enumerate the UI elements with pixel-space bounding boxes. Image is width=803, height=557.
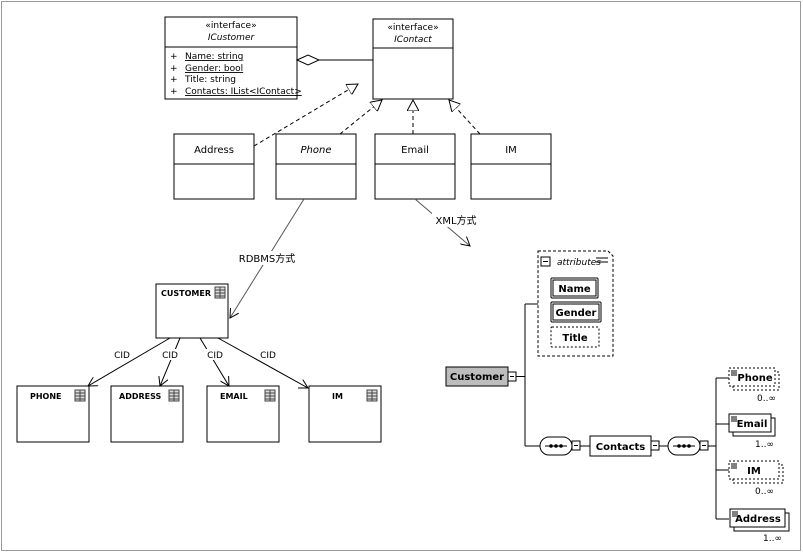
uml-icontact-class[interactable]: «interface» IContact [372,18,454,100]
collapse-icon[interactable] [540,256,551,267]
db-table-phone[interactable]: PHONE [16,385,90,443]
xsd-connectors [516,303,729,520]
uml-class-email[interactable]: Email [374,133,456,200]
uml-icustomer-class[interactable]: «interface» ICustomer + Name: string + G… [164,16,302,100]
xsd-attribute-title[interactable]: Title [550,326,600,348]
element-label: Phone [737,373,772,384]
cardinality-label: 1..∞ [763,534,782,544]
aggregation-link [295,54,373,66]
xsd-attribute-name[interactable]: Name [550,277,599,299]
attributes-title: attributes [557,258,601,268]
sequence-compositor-icon[interactable] [667,436,709,456]
icustomer-stereotype: «interface» [205,21,256,31]
db-table-email[interactable]: EMAIL [206,385,280,443]
db-table-name: CUSTOMER [161,289,211,298]
xml-mapping-link: XML方式 [414,198,480,246]
aggregation-diamond-icon [295,54,321,66]
class-name: Address [194,145,234,156]
realization-links [253,84,481,147]
element-label: IM [747,466,761,477]
db-table-customer[interactable]: CUSTOMER [155,283,229,339]
element-label: Address [735,514,781,525]
fk-label: CID [260,351,276,361]
db-table-name: ADDRESS [119,392,162,401]
table-icon [264,389,276,402]
table-icon [214,286,226,299]
rdbms-mapping-link: RDBMS方式 [230,198,305,318]
icustomer-attr-vis: + [170,87,178,97]
xml-mapping-label: XML方式 [435,214,476,227]
icontact-name: IContact [394,35,432,45]
icustomer-attr: Gender: bool [185,64,243,74]
attribute-label: Name [558,284,591,295]
xsd-element-email[interactable]: Email 1..∞ [728,413,776,450]
xsd-element-phone[interactable]: Phone 0..∞ [728,367,780,404]
element-label: Email [737,419,768,430]
uml-class-phone[interactable]: Phone [275,133,357,200]
icustomer-attr: Name: string [185,52,243,62]
element-label: Customer [450,372,504,383]
db-table-name: IM [332,392,343,401]
expand-toggle-icon[interactable] [650,440,660,451]
cardinality-label: 0..∞ [755,487,774,497]
fk-label: CID [114,351,130,361]
xsd-element-im[interactable]: IM 0..∞ [728,460,784,497]
cardinality-label: 0..∞ [757,394,776,404]
xsd-element-contacts[interactable]: Contacts [589,435,660,457]
db-table-address[interactable]: ADDRESS [110,385,184,443]
attribute-label: Title [562,333,587,344]
uml-class-address[interactable]: Address [173,133,255,200]
cardinality-label: 1..∞ [755,440,774,450]
class-name: Phone [301,145,332,156]
xsd-element-address[interactable]: Address 1..∞ [729,508,790,544]
table-icon [366,389,378,402]
db-table-name: EMAIL [220,392,248,401]
rdbms-mapping-label: RDBMS方式 [239,252,295,265]
class-name: IM [505,145,517,156]
icontact-stereotype: «interface» [387,23,438,33]
table-icon [168,389,180,402]
expand-toggle-icon[interactable] [507,371,517,382]
table-icon [74,389,86,402]
class-name: Email [401,145,429,156]
fk-label: CID [207,351,223,361]
attribute-label: Gender [556,308,597,319]
icustomer-attr-vis: + [170,64,178,74]
fk-label: CID [162,351,178,361]
icustomer-attr: Title: string [184,75,236,85]
sequence-compositor-icon[interactable] [539,436,581,456]
element-label: Contacts [596,442,646,453]
fk-links: CID CID CID CID [88,337,308,388]
icustomer-name: ICustomer [208,33,256,43]
icustomer-attr-vis: + [170,75,178,85]
xsd-element-customer[interactable]: Customer [445,366,517,387]
icustomer-attr-vis: + [170,52,178,62]
uml-class-im[interactable]: IM [470,133,552,200]
icustomer-attr: Contacts: IList<IContact> [185,87,302,97]
xsd-attribute-gender[interactable]: Gender [550,301,602,323]
db-table-name: PHONE [30,392,62,401]
db-table-im[interactable]: IM [308,385,382,443]
